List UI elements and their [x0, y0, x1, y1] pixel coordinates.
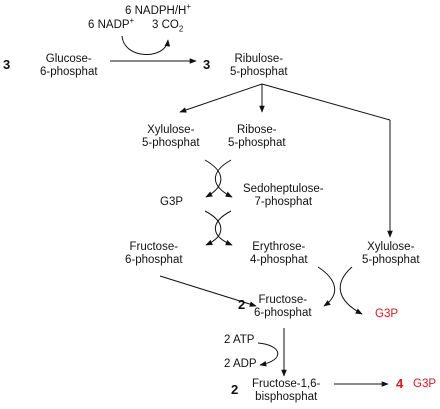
curve-transaldolase-b [214, 210, 233, 246]
g3p-intermediate: G3P [160, 196, 184, 208]
curve-transaldolase-a [204, 210, 222, 246]
fructose-1-6-bisphosphate: Fructose-1,6-bisphosphat [252, 378, 321, 403]
curve-transketolase-2b [339, 266, 363, 315]
curve-transketolase-2a [317, 266, 335, 307]
coefficient-g3p-final: 4 [396, 376, 404, 391]
xylulose-5-phosphate-right: Xylulose-5-phosphat [362, 241, 420, 266]
arrow-fructose6-to-pool [159, 275, 257, 307]
g3p-byproduct: G3P [375, 308, 399, 320]
curve-atp-adp [257, 342, 279, 367]
coefficient-ribulose: 3 [203, 57, 211, 72]
coefficient-fructose6: 2 [238, 297, 246, 312]
ribulose-5-phosphate: Ribulose-5-phosphat [230, 53, 288, 78]
coefficient-fbp: 2 [231, 382, 239, 397]
erythrose-4-phosphate: Erythrose-4-phosphat [250, 241, 308, 266]
curve-transketolase-1a [204, 159, 222, 198]
xylulose-5-phosphate: Xylulose-5-phosphat [142, 124, 200, 149]
g3p-final-product: G3P [413, 378, 437, 390]
curve-nadp-cofactor [121, 35, 171, 55]
fructose-6-phosphate-pool: Fructose-6-phosphat [254, 294, 312, 319]
fructose-6-phosphate: Fructose-6-phosphat [125, 241, 183, 266]
atp-cofactor: 2 ATP [224, 334, 255, 346]
curve-transketolase-1b [214, 159, 233, 198]
glucose-6-phosphate: Glucose-6-phosphat [40, 53, 98, 78]
sedoheptulose-7-phosphate: Sedoheptulose-7-phosphat [243, 183, 324, 208]
line-ribulose-right [261, 83, 391, 121]
ribose-5-phosphate: Ribose-5-phosphat [228, 124, 286, 149]
coefficient-glucose: 3 [3, 57, 11, 72]
arrow-ribulose-to-xylulose [179, 83, 263, 113]
co2-product: 3 CO2 [152, 19, 184, 34]
nadph-product: 6 NADPH/H+ [125, 2, 192, 17]
nadp-substrate: 6 NADP+ [88, 16, 135, 31]
adp-cofactor: 2 ADP [224, 358, 257, 370]
